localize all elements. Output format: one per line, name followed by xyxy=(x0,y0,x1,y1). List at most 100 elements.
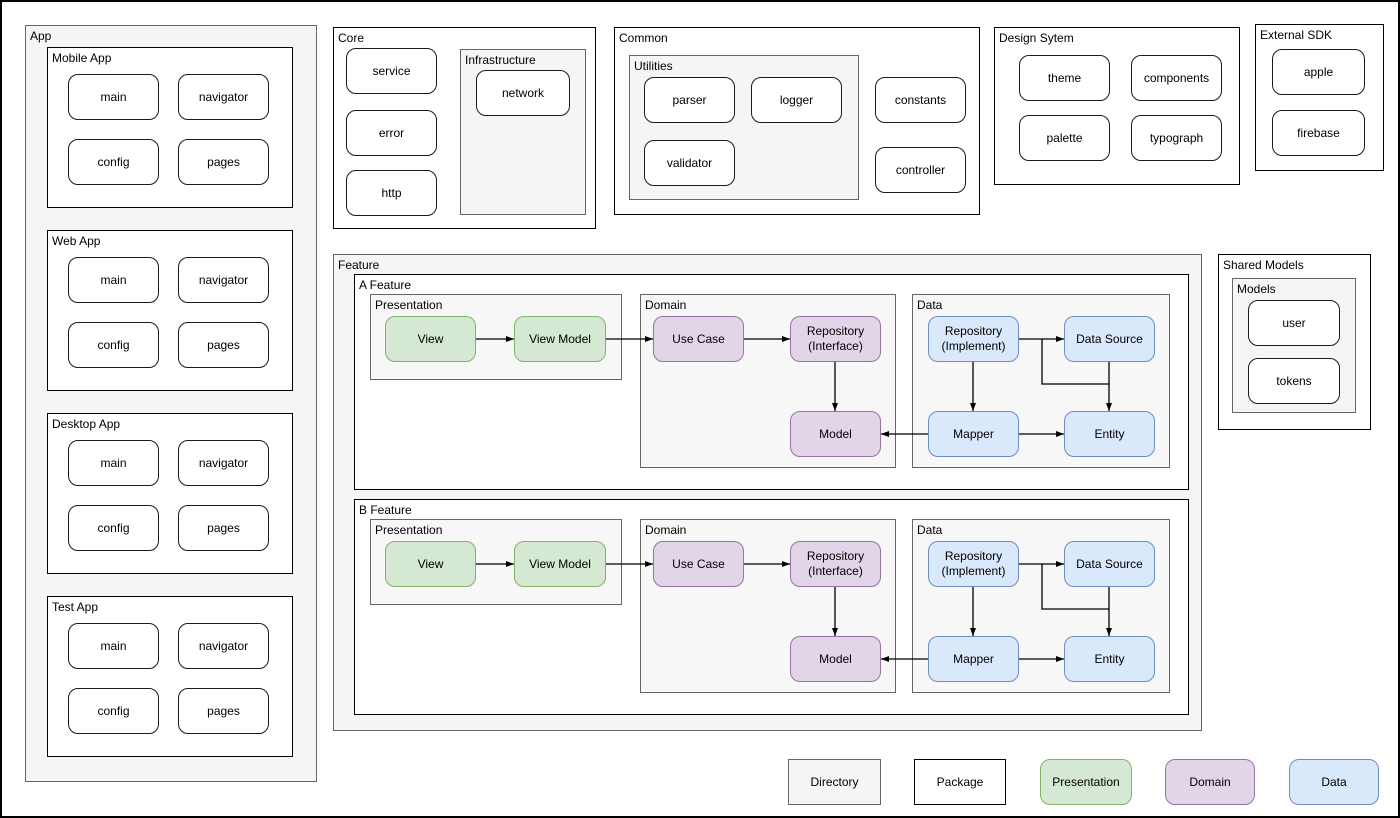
b-feature-repository-interface: Repository (Interface) xyxy=(790,541,881,587)
b-feature-mapper: Mapper xyxy=(928,636,1019,682)
legend-directory-label: Directory xyxy=(810,774,859,789)
error-label: error xyxy=(378,125,405,140)
design-system: Design Sytem xyxy=(994,27,1240,185)
desktop-app-main: main xyxy=(68,440,159,486)
a-feature-repository-implement: Repository (Implement) xyxy=(928,316,1019,362)
test-app-label: Test App xyxy=(52,600,99,614)
theme-label: theme xyxy=(1047,70,1082,85)
desktop-app-label: Desktop App xyxy=(52,417,121,431)
web-app-config: config xyxy=(68,322,159,368)
a-feature-repository-implement-label: Repository (Implement) xyxy=(941,324,1006,353)
legend-package: Package xyxy=(914,759,1006,805)
mobile-app-config-label: config xyxy=(97,154,130,169)
a-feature-presentation-label: Presentation xyxy=(375,298,443,312)
http: http xyxy=(346,170,437,216)
b-feature-data-label: Data xyxy=(917,523,943,537)
app-label: App xyxy=(30,29,52,43)
legend-presentation: Presentation xyxy=(1040,759,1132,805)
apple-label: apple xyxy=(1303,64,1334,79)
validator-label: validator xyxy=(666,155,713,170)
test-app-main: main xyxy=(68,623,159,669)
web-app-pages-label: pages xyxy=(207,337,240,352)
typograph-label: typograph xyxy=(1149,130,1204,145)
web-app-navigator-label: navigator xyxy=(198,272,249,287)
b-feature-repository-interface-label: Repository (Interface) xyxy=(806,549,865,578)
legend-presentation-label: Presentation xyxy=(1052,774,1120,789)
logger: logger xyxy=(751,77,842,123)
b-feature-view-model-label: View Model xyxy=(529,556,591,571)
b-feature-presentation-label: Presentation xyxy=(375,523,443,537)
models-label: Models xyxy=(1237,282,1276,296)
desktop-app-navigator-label: navigator xyxy=(198,455,249,470)
b-feature-view: View xyxy=(385,541,476,587)
a-feature-entity: Entity xyxy=(1064,411,1155,457)
a-feature-view-label: View xyxy=(417,331,444,346)
test-app-main-label: main xyxy=(100,638,127,653)
b-feature-view-label: View xyxy=(417,556,444,571)
shared-models-label: Shared Models xyxy=(1223,258,1304,272)
controller: controller xyxy=(875,147,966,193)
a-feature-view-model: View Model xyxy=(514,316,606,362)
b-feature-view-model: View Model xyxy=(514,541,606,587)
web-app-main-label: main xyxy=(100,272,127,287)
mobile-app-main-label: main xyxy=(100,89,127,104)
desktop-app-navigator: navigator xyxy=(178,440,269,486)
legend-package-label: Package xyxy=(936,774,984,789)
b-feature-domain-label: Domain xyxy=(645,523,687,537)
desktop-app-config-label: config xyxy=(97,520,130,535)
external-sdk-label: External SDK xyxy=(1260,28,1333,42)
controller-label: controller xyxy=(895,162,946,177)
validator: validator xyxy=(644,140,735,186)
user: user xyxy=(1248,300,1340,346)
web-app-navigator: navigator xyxy=(178,257,269,303)
components-label: components xyxy=(1143,70,1210,85)
network: network xyxy=(476,70,570,116)
typograph: typograph xyxy=(1131,115,1222,161)
http-label: http xyxy=(381,185,402,200)
desktop-app-config: config xyxy=(68,505,159,551)
firebase-label: firebase xyxy=(1297,125,1340,140)
mobile-app-config: config xyxy=(68,139,159,185)
palette-label: palette xyxy=(1046,130,1083,145)
legend-directory: Directory xyxy=(788,759,881,805)
a-feature-use-case: Use Case xyxy=(653,316,744,362)
test-app-navigator-label: navigator xyxy=(198,638,249,653)
b-feature-entity-label: Entity xyxy=(1094,651,1125,666)
mobile-app-main: main xyxy=(68,74,159,120)
a-feature-label: A Feature xyxy=(359,278,412,292)
b-feature-data-source-label: Data Source xyxy=(1076,556,1143,571)
common-label: Common xyxy=(619,31,668,45)
web-app-config-label: config xyxy=(97,337,130,352)
a-feature-data-source-label: Data Source xyxy=(1076,331,1143,346)
b-feature-model: Model xyxy=(790,636,881,682)
mobile-app-pages: pages xyxy=(178,139,269,185)
user-label: user xyxy=(1282,315,1306,330)
a-feature-model-label: Model xyxy=(819,426,852,441)
legend-domain: Domain xyxy=(1165,759,1255,805)
b-feature-use-case-label: Use Case xyxy=(672,556,725,571)
network-label: network xyxy=(501,85,545,100)
web-app-pages: pages xyxy=(178,322,269,368)
components: components xyxy=(1131,55,1222,101)
service-label: service xyxy=(372,63,411,78)
desktop-app-main-label: main xyxy=(100,455,127,470)
mobile-app-navigator: navigator xyxy=(178,74,269,120)
a-feature-repository-interface-label: Repository (Interface) xyxy=(806,324,865,353)
palette: palette xyxy=(1019,115,1110,161)
b-feature-mapper-label: Mapper xyxy=(953,651,994,666)
apple: apple xyxy=(1272,49,1365,95)
constants-label: constants xyxy=(894,92,947,107)
a-feature-view-model-label: View Model xyxy=(529,331,591,346)
infrastructure-label: Infrastructure xyxy=(465,53,536,67)
desktop-app-pages-label: pages xyxy=(207,520,240,535)
test-app-pages-label: pages xyxy=(207,703,240,718)
mobile-app-pages-label: pages xyxy=(207,154,240,169)
constants: constants xyxy=(875,77,966,123)
service: service xyxy=(346,48,437,94)
legend-data: Data xyxy=(1289,759,1379,805)
a-feature-repository-interface: Repository (Interface) xyxy=(790,316,881,362)
test-app-navigator: navigator xyxy=(178,623,269,669)
test-app-config: config xyxy=(68,688,159,734)
legend-data-label: Data xyxy=(1321,774,1347,789)
